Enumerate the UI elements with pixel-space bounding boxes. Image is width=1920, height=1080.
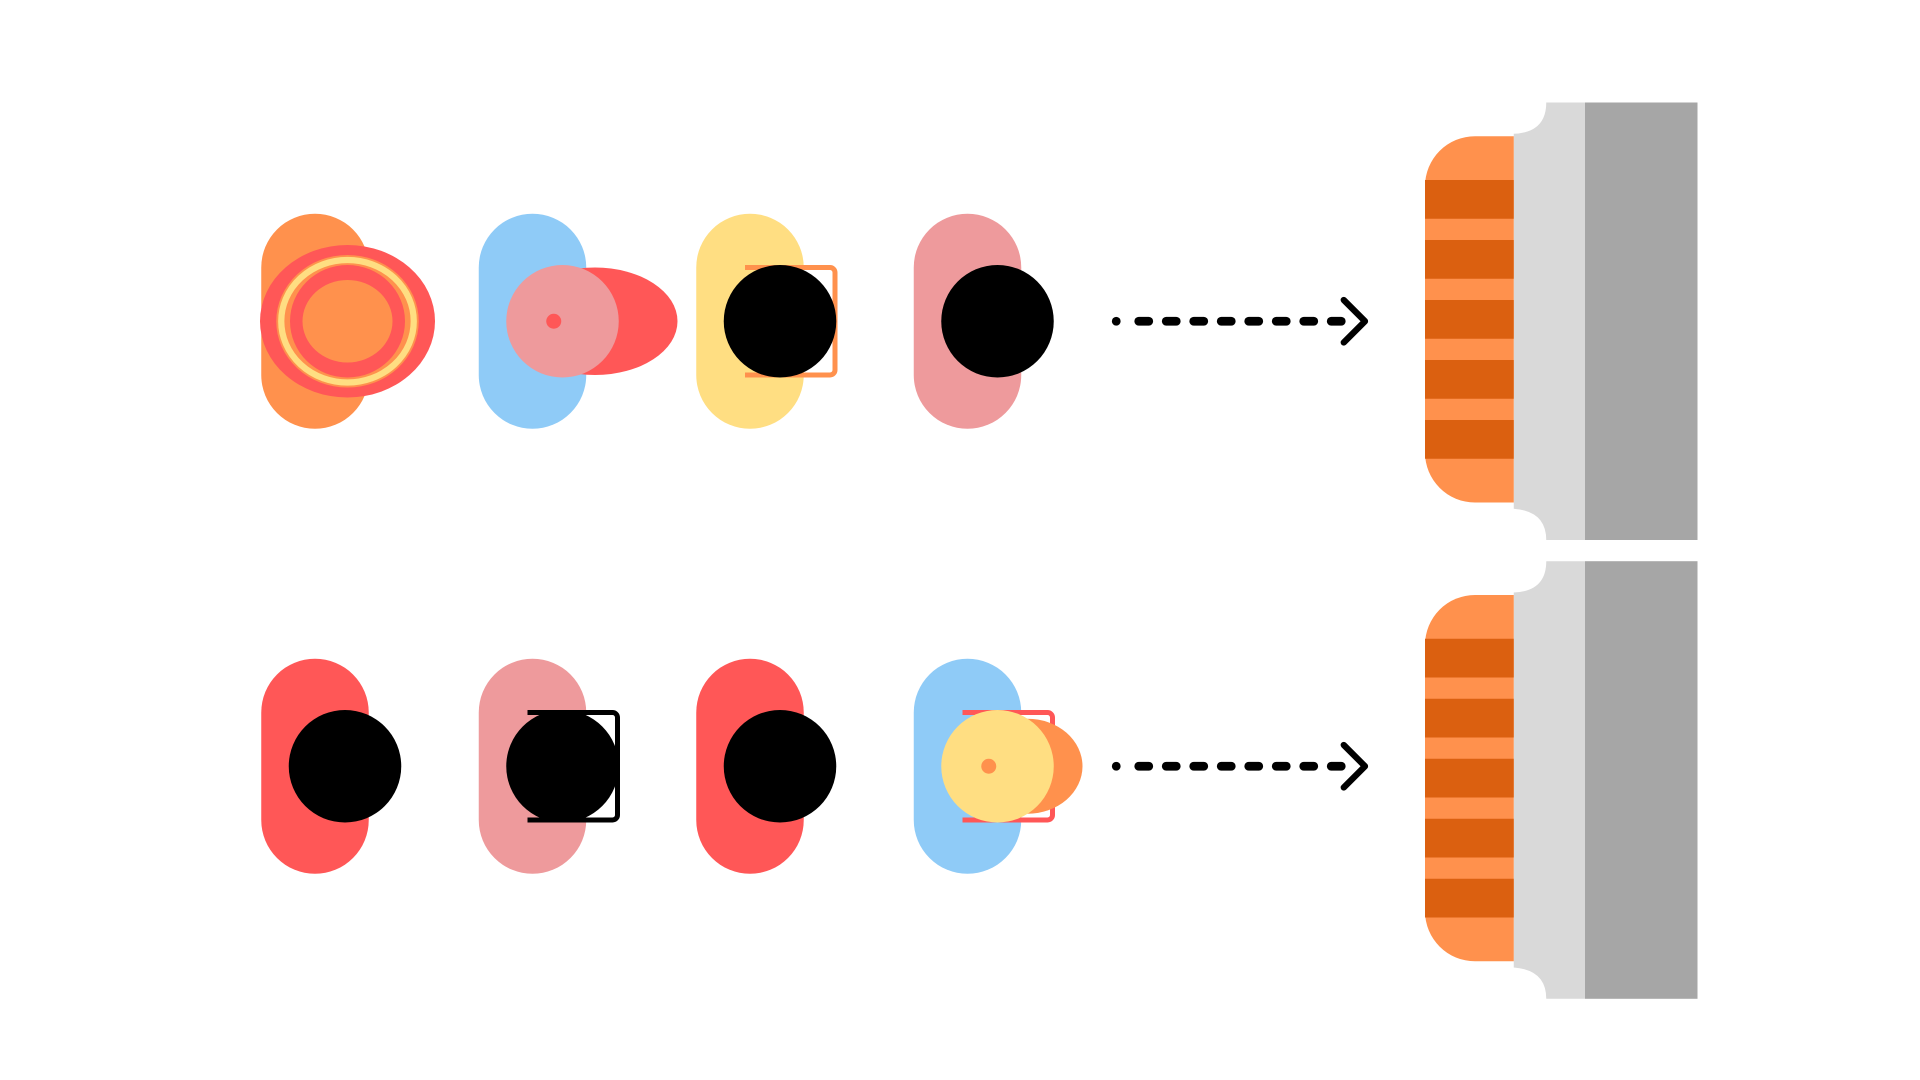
black-disc bbox=[506, 710, 619, 823]
bin-stripe bbox=[1425, 360, 1514, 399]
striped-bin bbox=[1425, 102, 1698, 540]
piece-4 bbox=[913, 658, 1083, 874]
bin-back-panel bbox=[1585, 561, 1698, 999]
black-disc bbox=[288, 710, 402, 823]
dotted-right-arrow bbox=[1111, 296, 1369, 346]
rows-layer bbox=[260, 102, 1698, 999]
piece-2 bbox=[478, 213, 678, 429]
striped-bin bbox=[1425, 561, 1698, 999]
black-disc bbox=[723, 265, 837, 378]
bin-stripe bbox=[1425, 878, 1514, 918]
front-disc bbox=[506, 265, 619, 378]
bin-stripe bbox=[1425, 638, 1514, 678]
bin-stripe bbox=[1425, 180, 1514, 219]
arrow-head bbox=[1340, 741, 1369, 791]
black-disc bbox=[723, 710, 837, 823]
bin-stripe bbox=[1425, 818, 1514, 858]
black-disc bbox=[941, 265, 1054, 378]
piece-1 bbox=[260, 213, 435, 429]
ring-highlight bbox=[278, 256, 417, 386]
center-dot bbox=[546, 313, 562, 329]
bin-stripe bbox=[1425, 240, 1514, 279]
piece-4 bbox=[913, 213, 1054, 429]
front-disc bbox=[941, 710, 1054, 823]
dotted-right-arrow bbox=[1111, 741, 1369, 791]
bin-back-panel bbox=[1585, 102, 1698, 540]
piece-1 bbox=[261, 658, 402, 874]
row-1 bbox=[260, 102, 1698, 540]
row-2 bbox=[261, 561, 1698, 999]
bin-stripe bbox=[1425, 758, 1514, 798]
center-dot bbox=[981, 758, 997, 774]
arrow-head bbox=[1340, 296, 1369, 346]
bin-stripe bbox=[1425, 300, 1514, 339]
piece-2 bbox=[478, 658, 620, 874]
piece-3 bbox=[696, 658, 837, 874]
bin-stripe bbox=[1425, 698, 1514, 738]
bin-stripe bbox=[1425, 420, 1514, 459]
piece-3 bbox=[696, 213, 838, 429]
inner-ring bbox=[302, 280, 393, 363]
